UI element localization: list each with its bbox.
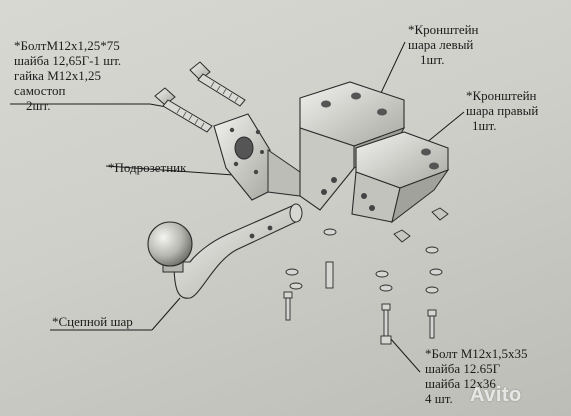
avito-watermark: Avito	[470, 384, 522, 407]
label-line: гайка М12х1,25	[14, 68, 102, 83]
label-line: самостоп	[14, 83, 66, 98]
label-line: шара правый	[466, 103, 539, 118]
label-bolts-nuts: *БолтМ12х1,25*75 шайба 12,65Г-1 шт. гайк…	[14, 38, 121, 113]
label-tow-ball: *Сцепной шар	[52, 314, 133, 329]
right-bracket	[351, 131, 450, 224]
label-line: 2шт.	[26, 98, 51, 113]
label-line: *БолтМ12х1,25*75	[14, 38, 120, 53]
label-line: 1шт.	[420, 52, 445, 67]
label-right-bracket: *Кронштейн шара правый 1шт.	[466, 88, 538, 133]
label-socket-plate: *Подрозетник	[108, 160, 186, 175]
upper-bolt-1	[189, 61, 246, 107]
label-line: *Подрозетник	[108, 160, 187, 175]
label-line: шара левый	[408, 37, 474, 52]
label-bottom-bolts: *Болт М12х1,5х35 шайба 12.65Г шайба 12х3…	[425, 346, 528, 406]
label-left-bracket: *Кронштейн шара левый 1шт.	[408, 22, 479, 67]
label-line: *Болт М12х1,5х35	[425, 346, 528, 361]
label-line: *Сцепной шар	[52, 314, 133, 329]
short-bolts	[283, 261, 437, 345]
label-line: шайба 12.65Г	[425, 361, 501, 376]
label-line: шайба 12,65Г-1 шт.	[14, 53, 122, 68]
upper-bolt-2	[154, 87, 213, 133]
label-line: 4 шт.	[425, 391, 453, 406]
fasteners-scatter	[285, 207, 449, 294]
leader-lines	[10, 41, 465, 373]
label-line: *Кронштейн	[466, 88, 537, 103]
label-line: *Кронштейн	[408, 22, 479, 37]
label-line: 1шт.	[472, 118, 497, 133]
label-line: шайба 12х36	[425, 376, 496, 391]
socket-plate	[213, 113, 301, 201]
tow-ball	[147, 203, 303, 299]
watermark-text: Avito	[470, 384, 522, 406]
